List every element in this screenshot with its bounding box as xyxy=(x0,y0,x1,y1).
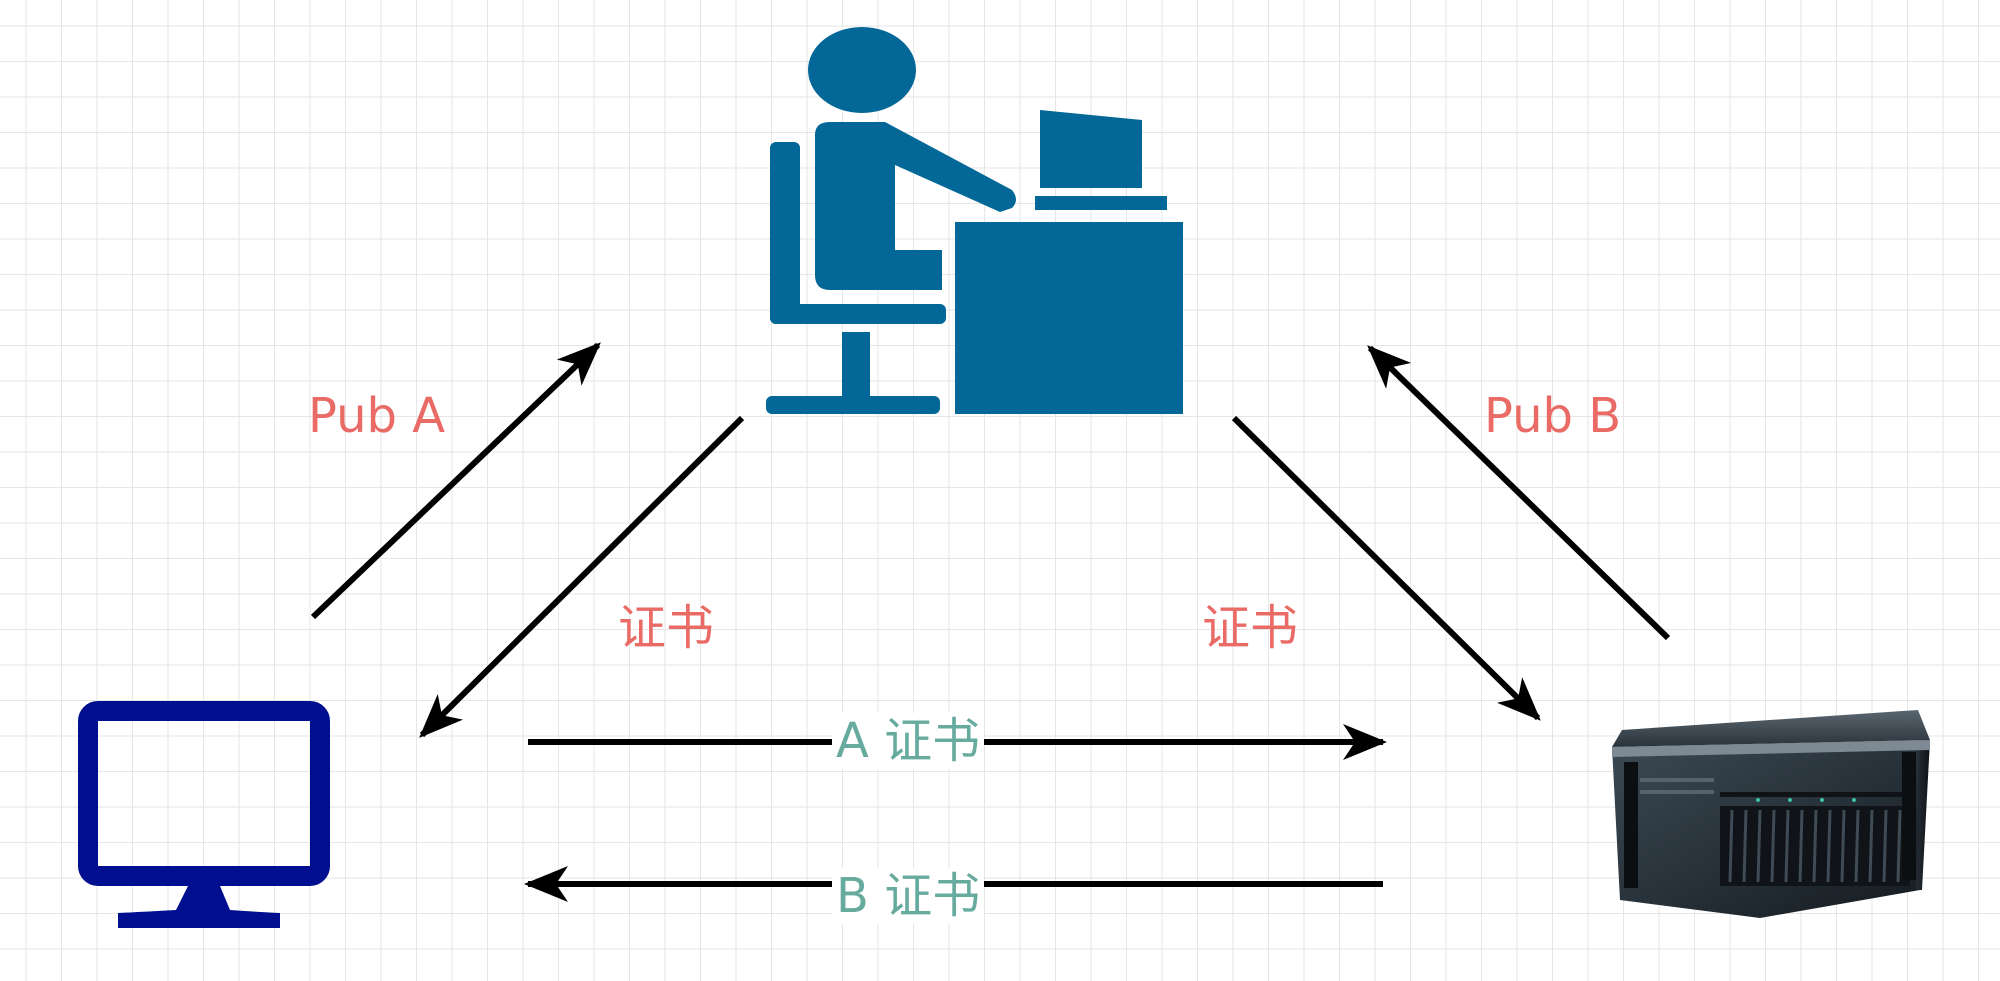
monitor-icon xyxy=(78,701,330,928)
server-rack-icon xyxy=(1612,710,1930,918)
person-at-desk-icon xyxy=(766,27,1183,414)
arrow-server-to-admin xyxy=(1367,345,1671,641)
label-b-cert: B 证书 xyxy=(832,868,985,924)
arrow-admin-to-client xyxy=(419,415,745,738)
label-cert-to-client: 证书 xyxy=(618,600,715,656)
label-cert-to-server: 证书 xyxy=(1202,600,1299,656)
arrow-client-to-admin xyxy=(310,342,601,620)
label-pub-b: Pub B xyxy=(1484,388,1622,444)
label-a-cert: A 证书 xyxy=(832,713,985,769)
label-pub-a: Pub A xyxy=(308,388,446,444)
arrow-admin-to-server xyxy=(1231,415,1541,721)
